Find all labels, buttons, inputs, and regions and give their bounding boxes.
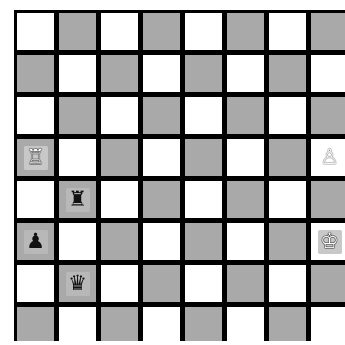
square-r0-c3[interactable] [143,13,180,50]
square-r0-c7[interactable] [311,13,345,50]
square-r7-c0[interactable] [17,307,54,341]
black-queen-icon[interactable]: ♛ [66,272,90,296]
black-rook-icon[interactable]: ♜ [66,188,90,212]
square-r0-c1[interactable] [59,13,96,50]
square-r6-c6[interactable] [269,265,306,302]
square-r7-c6[interactable] [269,307,306,341]
square-r5-c2[interactable] [101,223,138,260]
square-r6-c4[interactable] [185,265,222,302]
square-r2-c2[interactable] [101,97,138,134]
square-r5-c5[interactable] [227,223,264,260]
square-r5-c1[interactable] [59,223,96,260]
square-r7-c1[interactable] [59,307,96,341]
square-r3-c7[interactable]: ♙ [311,139,345,176]
square-r4-c3[interactable] [143,181,180,218]
white-rook-icon[interactable]: ♖ [24,146,48,170]
square-r4-c1[interactable]: ♜ [59,181,96,218]
square-r2-c6[interactable] [269,97,306,134]
square-r0-c5[interactable] [227,13,264,50]
square-r6-c5[interactable] [227,265,264,302]
square-r3-c3[interactable] [143,139,180,176]
square-r7-c7[interactable] [311,307,345,341]
square-r4-c4[interactable] [185,181,222,218]
square-r3-c2[interactable] [101,139,138,176]
square-r5-c0[interactable]: ♟ [17,223,54,260]
square-r0-c2[interactable] [101,13,138,50]
square-r1-c0[interactable] [17,55,54,92]
square-r7-c3[interactable] [143,307,180,341]
square-r6-c2[interactable] [101,265,138,302]
square-r3-c4[interactable] [185,139,222,176]
square-r5-c6[interactable] [269,223,306,260]
square-r3-c1[interactable] [59,139,96,176]
square-r4-c6[interactable] [269,181,306,218]
square-r0-c4[interactable] [185,13,222,50]
white-pawn-icon[interactable]: ♙ [318,146,342,170]
square-r2-c1[interactable] [59,97,96,134]
square-r0-c0[interactable] [17,13,54,50]
square-r1-c5[interactable] [227,55,264,92]
square-r5-c3[interactable] [143,223,180,260]
square-r2-c4[interactable] [185,97,222,134]
square-r1-c2[interactable] [101,55,138,92]
square-r5-c7[interactable]: ♔ [311,223,345,260]
square-r4-c5[interactable] [227,181,264,218]
square-r2-c0[interactable] [17,97,54,134]
square-r1-c3[interactable] [143,55,180,92]
square-r7-c5[interactable] [227,307,264,341]
square-r7-c2[interactable] [101,307,138,341]
white-king-icon[interactable]: ♔ [318,230,342,254]
square-r2-c5[interactable] [227,97,264,134]
square-r1-c6[interactable] [269,55,306,92]
square-r4-c0[interactable] [17,181,54,218]
square-r4-c7[interactable] [311,181,345,218]
square-r4-c2[interactable] [101,181,138,218]
square-r6-c1[interactable]: ♛ [59,265,96,302]
square-r0-c6[interactable] [269,13,306,50]
square-r1-c7[interactable] [311,55,345,92]
square-r6-c0[interactable] [17,265,54,302]
black-pawn-icon[interactable]: ♟ [24,230,48,254]
square-r3-c0[interactable]: ♖ [17,139,54,176]
square-r7-c4[interactable] [185,307,222,341]
square-r3-c6[interactable] [269,139,306,176]
square-r5-c4[interactable] [185,223,222,260]
square-r1-c1[interactable] [59,55,96,92]
square-r6-c3[interactable] [143,265,180,302]
square-r6-c7[interactable] [311,265,345,302]
square-r2-c3[interactable] [143,97,180,134]
square-r1-c4[interactable] [185,55,222,92]
square-r2-c7[interactable] [311,97,345,134]
chess-board: ♖ ♙ ♜ ♟ ♔ ♛ [14,10,345,341]
square-r3-c5[interactable] [227,139,264,176]
